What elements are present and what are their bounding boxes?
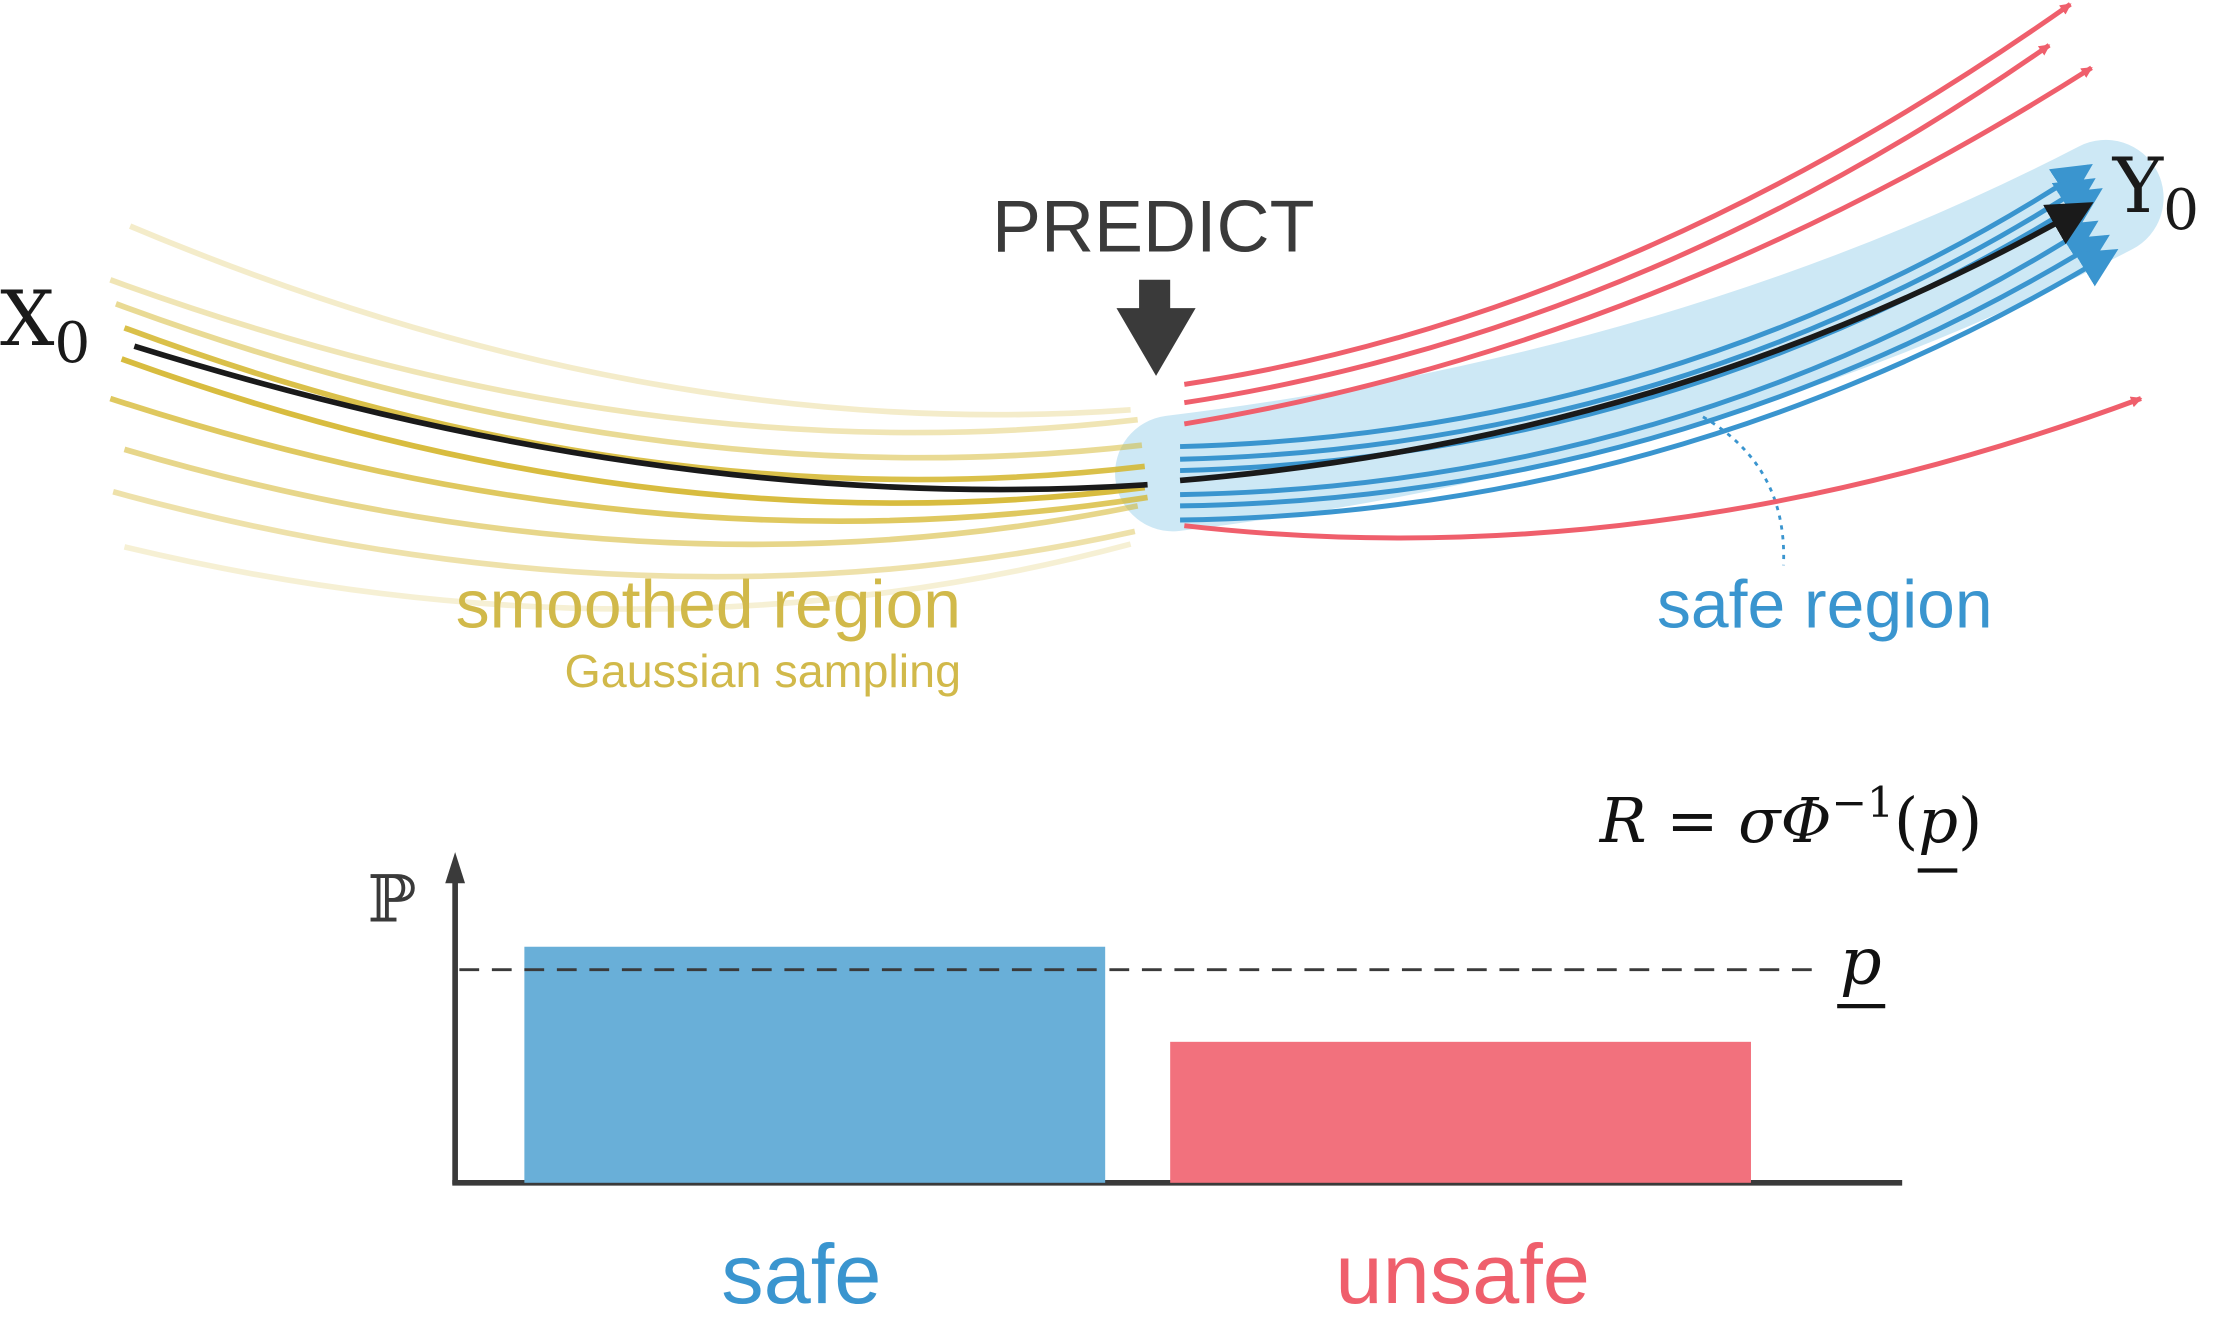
safe-region-label: safe region <box>1657 567 1993 642</box>
start-label: X0 <box>0 274 90 376</box>
unsafe-trajectory <box>1183 43 2051 406</box>
smoothed-trajectory <box>123 446 1139 548</box>
smoothed-trajectory <box>129 223 1131 418</box>
smoothed-trajectory <box>123 541 1132 612</box>
smoothed-trajectories <box>109 223 1149 612</box>
safe-trajectory <box>1180 178 2096 462</box>
nominal-trajectory-output <box>1179 202 2094 484</box>
bar-unsafe <box>1170 1041 1751 1183</box>
safe-trajectory <box>1180 164 2093 450</box>
smoothed-trajectory <box>109 395 1149 524</box>
end-label: Y0 <box>2112 141 2199 243</box>
threshold-label: p <box>1840 925 1882 1000</box>
predict-label: PREDICT <box>992 185 1314 268</box>
radius-formula: R = σΦ−1(p) <box>1599 778 1983 873</box>
smoothed-trajectory <box>112 489 1136 580</box>
y-axis-arrow-icon <box>445 852 466 884</box>
arrow-down-icon <box>1116 279 1196 376</box>
unsafe-trajectory <box>1183 2 2072 387</box>
safe-trajectory <box>1180 220 2099 498</box>
smoothed-trajectory <box>120 356 1146 506</box>
smoothed-trajectory <box>114 301 1143 461</box>
unsafe-trajectories <box>1183 2 2143 541</box>
bar-safe <box>524 946 1106 1183</box>
safe-trajectory <box>1180 234 2110 509</box>
svg-text:R = σΦ−1(p): R = σΦ−1(p) <box>1599 778 1983 857</box>
nominal-trajectory-input <box>133 343 1148 493</box>
unsafe-trajectory <box>1184 396 2143 541</box>
probability-bar-chart: ℙ p safe unsafe <box>368 852 1903 1321</box>
category-label-safe: safe <box>721 1226 881 1321</box>
y-axis-label: ℙ <box>368 862 417 937</box>
unsafe-trajectory <box>1183 65 2093 427</box>
smoothed-trajectory <box>109 277 1139 436</box>
safe-region-pointer <box>1702 415 1786 566</box>
category-label-unsafe: unsafe <box>1335 1226 1590 1321</box>
safe-trajectory <box>1180 248 2119 523</box>
gaussian-sampling-label: Gaussian sampling <box>565 645 962 697</box>
smoothed-region-label: smoothed region <box>456 567 961 642</box>
